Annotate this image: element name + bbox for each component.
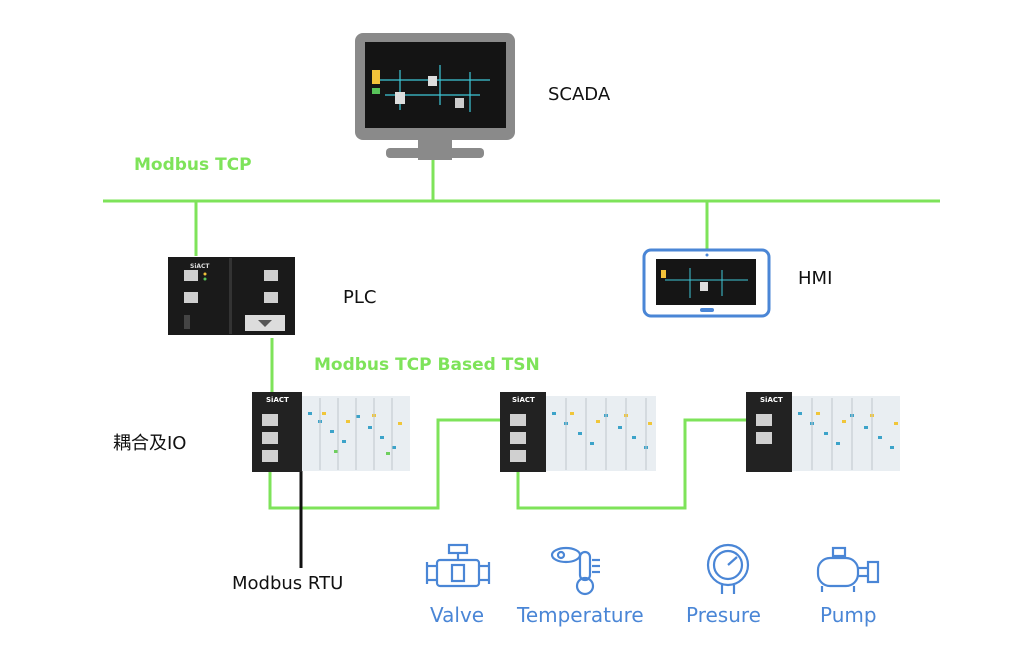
pump-label: Pump — [820, 603, 877, 627]
io-brand-3: SiACT — [760, 396, 783, 404]
presure-label: Presure — [686, 603, 761, 627]
io-brand-2: SiACT — [512, 396, 535, 404]
pump-icon — [816, 546, 880, 592]
pressure-gauge-icon — [706, 543, 750, 594]
tsn-ring-1 — [268, 418, 518, 510]
tsn-ring-2 — [516, 418, 764, 510]
scada-label: SCADA — [548, 84, 611, 105]
io-rack-3 — [746, 392, 900, 472]
hmi-tablet — [642, 248, 771, 318]
plc-label: PLC — [343, 287, 377, 308]
network-lines — [103, 152, 940, 510]
valve-icon — [425, 543, 491, 588]
thermometer-icon — [550, 546, 600, 596]
hmi-label: HMI — [798, 268, 833, 289]
modbus-tcp-label: Modbus TCP — [134, 155, 252, 175]
io-brand-1: SiACT — [266, 396, 289, 404]
scada-monitor — [355, 33, 515, 160]
plc-brand: SiACT — [190, 263, 210, 270]
temperature-label: Temperature — [517, 603, 644, 627]
io-rack-2 — [500, 392, 656, 472]
tsn-label: Modbus TCP Based TSN — [314, 355, 540, 375]
valve-label: Valve — [430, 603, 485, 627]
modbus-rtu-label: Modbus RTU — [232, 573, 344, 594]
plc-device — [168, 257, 295, 335]
coupler-io-label: 耦合及IO — [113, 433, 187, 454]
io-rack-1 — [252, 392, 410, 472]
